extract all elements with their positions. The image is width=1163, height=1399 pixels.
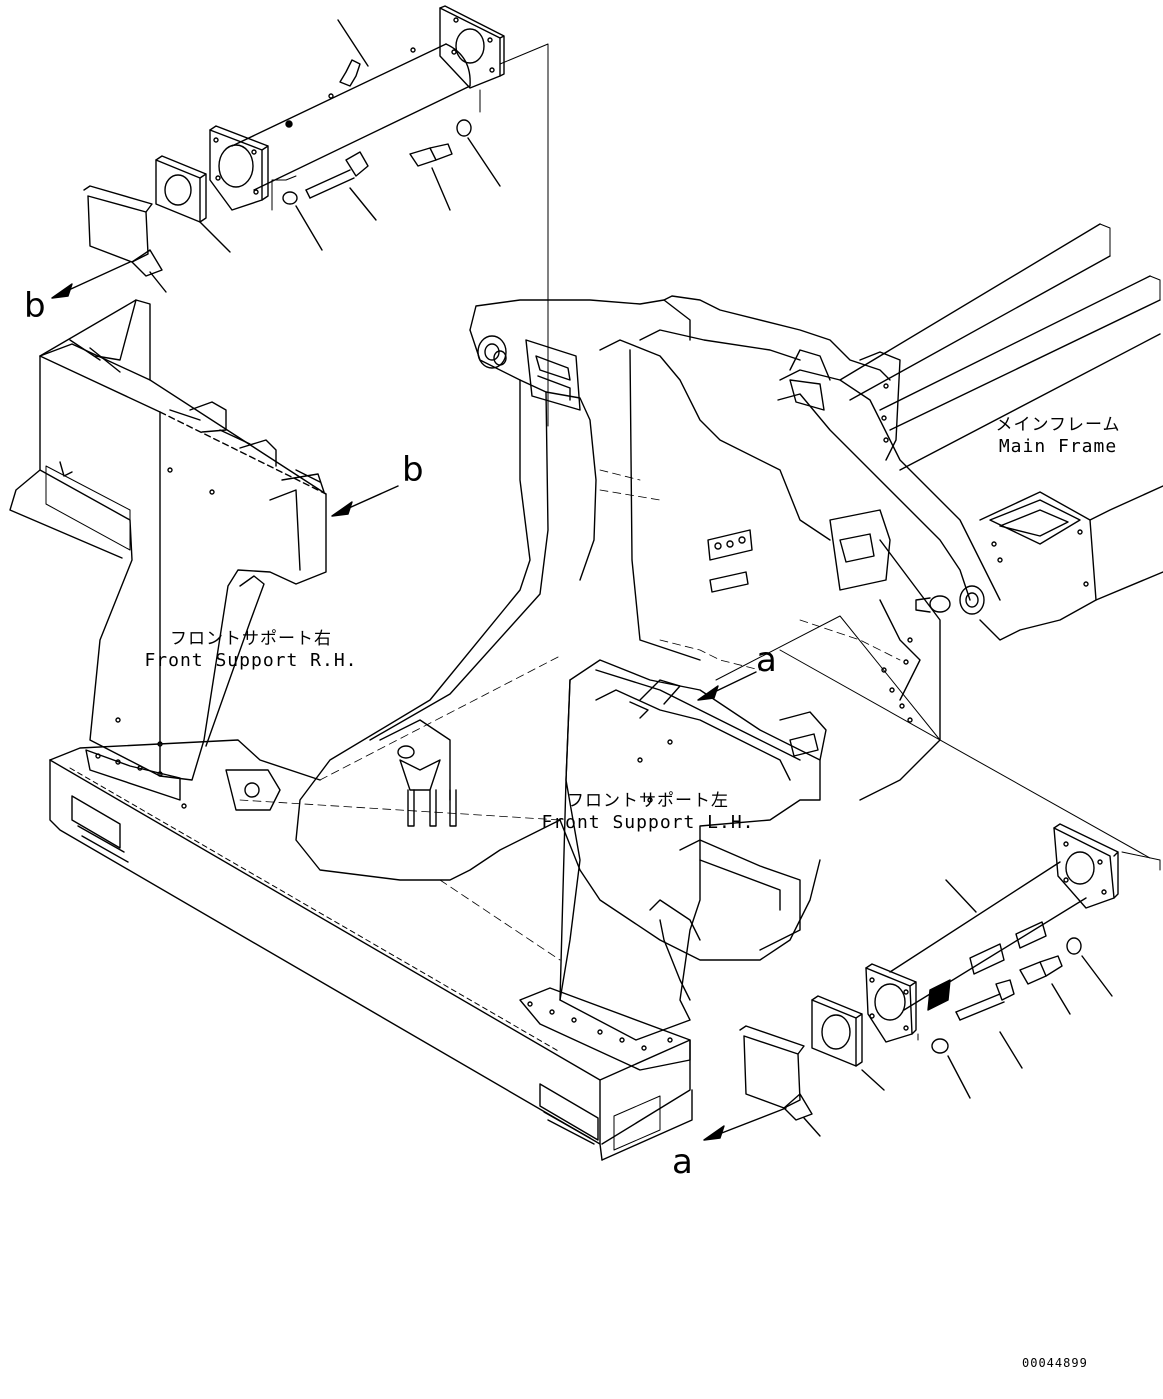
main-frame [296,224,1163,960]
label-front-support-lh-en: Front Support L.H. [541,812,755,833]
ref-a-bottom: a [672,1142,693,1182]
ref-a-mid: a [756,640,777,680]
upper-shim [156,156,230,252]
ref-b-top: b [24,286,46,326]
lower-cover-plate [740,1026,820,1136]
upper-cover-plate [84,186,166,292]
base-beam [50,740,692,1160]
front-support-rh [10,300,326,780]
label-front-support-rh: フロントサポート右 Front Support R.H. [136,628,366,672]
lower-bolt-long [956,980,1022,1068]
lower-pipe [866,824,1118,1042]
label-main-frame-ja: メインフレーム [995,415,1121,435]
upper-washer-1 [283,192,297,204]
label-front-support-lh: フロントサポート左 Front Support L.H. [530,790,766,834]
lower-washer-1 [932,1039,948,1053]
lower-pipe-assembly [704,616,1160,1140]
label-main-frame: メインフレーム Main Frame [988,414,1128,458]
upper-pipe [210,6,504,210]
ref-b-mid: b [402,450,424,490]
image-id: 00044899 [1022,1356,1088,1370]
front-support-lh [520,660,826,1070]
label-front-support-rh-en: Front Support R.H. [144,650,358,671]
label-front-support-rh-ja: フロントサポート右 [170,629,332,649]
lower-shim [812,996,884,1090]
upper-pipe-assembly [52,6,548,426]
label-main-frame-en: Main Frame [998,436,1118,457]
lower-washer-2 [1067,938,1081,954]
upper-bolt-long [306,152,376,220]
lower-bolt-short [1020,956,1070,1014]
label-front-support-lh-ja: フロントサポート左 [567,791,729,811]
upper-bolt-short [410,144,452,210]
upper-washer-2 [457,120,471,136]
construction-lines [240,470,900,960]
